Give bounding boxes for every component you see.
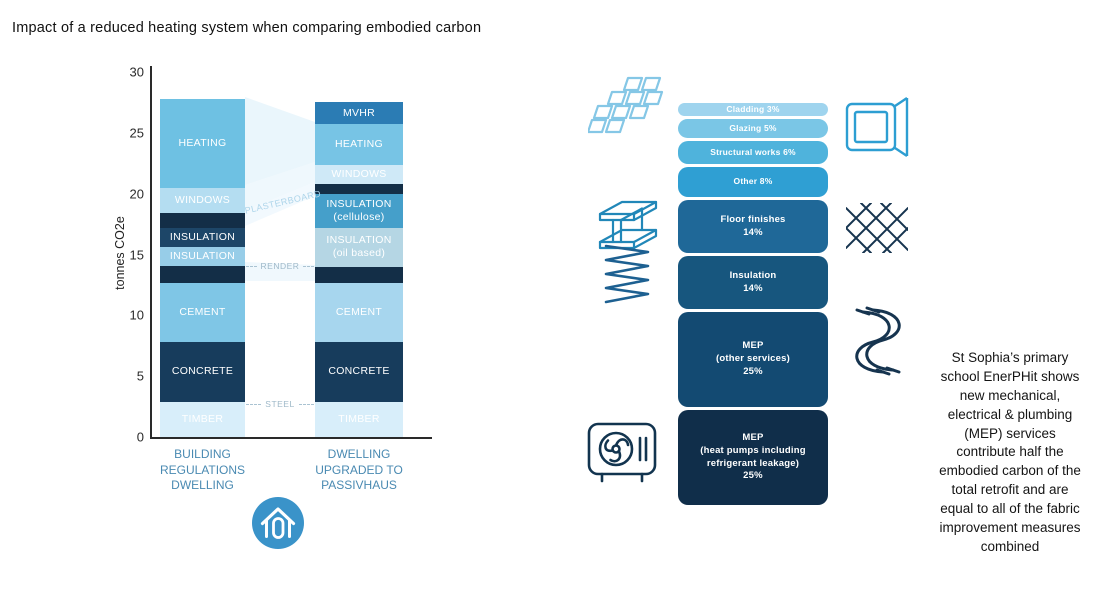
- bar-segment-insulation: INSULATION (cellulose): [315, 193, 403, 228]
- bar-segment-heating: HEATING: [160, 98, 245, 188]
- bar-segment-cement: CEMENT: [160, 282, 245, 343]
- caption-text: St Sophia’s primary school EnerPHit show…: [939, 350, 1081, 554]
- page-title: Impact of a reduced heating system when …: [12, 20, 482, 36]
- bar-segment-insulation: INSULATION (oil based): [315, 227, 403, 267]
- funnel-segment-cladding: Cladding 3%: [678, 103, 828, 116]
- y-tick-label: 10: [129, 307, 144, 323]
- funnel-segment-floor-finishes: Floor finishes 14%: [678, 200, 828, 253]
- x-axis-line: [150, 437, 432, 439]
- funnel-segment-mep: MEP (other services) 25%: [678, 312, 828, 407]
- segment-connector-shading: [245, 97, 315, 281]
- bar-segment-insulation: INSULATION: [160, 247, 245, 266]
- category-label-building-regs: BUILDING REGULATIONS DWELLING: [159, 447, 246, 493]
- bar-segment-concrete: CONCRETE: [160, 342, 245, 402]
- y-axis-ticks: 0 5 10 15 20 25 30: [118, 65, 144, 445]
- bar-segment-timber: TIMBER: [160, 401, 245, 437]
- y-tick-label: 25: [129, 125, 144, 141]
- funnel-segment-insulation: Insulation 14%: [678, 256, 828, 309]
- steel-ibeam-icon: [594, 194, 662, 264]
- herringbone-weave-icon: [846, 203, 908, 253]
- funnel-segment-structural-works: Structural works 6%: [678, 141, 828, 164]
- bar-segment-band: [160, 213, 245, 228]
- insulation-coil-icon: [598, 238, 656, 312]
- bar-segment-insulation: INSULATION: [160, 227, 245, 248]
- funnel-segment-mep: MEP (heat pumps including refrigerant le…: [678, 410, 828, 505]
- embodied-carbon-breakdown-chart: Cladding 3% Glazing 5% Structural works 6%…: [678, 103, 828, 508]
- bar-segment-heating: HEATING: [315, 124, 403, 165]
- bar-segment-mvhr: MVHR: [315, 102, 403, 125]
- y-tick-label: 30: [129, 64, 144, 80]
- y-tick-label: 20: [129, 186, 144, 202]
- bar-segment-windows: WINDOWS: [160, 187, 245, 214]
- category-label-passivhaus: DWELLING UPGRADED TO PASSIVHAUS: [315, 447, 403, 493]
- funnel-segment-glazing: Glazing 5%: [678, 119, 828, 138]
- bar-segment-windows: WINDOWS: [315, 164, 403, 184]
- bar-segment-concrete: CONCRETE: [315, 342, 403, 402]
- pipes-icon: [843, 306, 907, 382]
- cladding-tiles-icon: [588, 76, 664, 140]
- annotation-render-label: RENDER: [260, 261, 300, 271]
- annotation-steel-label: STEEL: [265, 399, 295, 409]
- window-icon: [843, 94, 911, 160]
- annotation-steel: STEEL: [246, 399, 314, 409]
- y-tick-label: 5: [136, 368, 144, 384]
- passivhaus-logo: [250, 495, 306, 551]
- annotation-render: RENDER: [246, 261, 314, 271]
- bar-segment-band: [315, 184, 403, 194]
- y-tick-label: 15: [129, 247, 144, 262]
- bar-segment-band: [160, 265, 245, 283]
- bar-segment-timber: TIMBER: [315, 401, 403, 437]
- bar-segment-cement: CEMENT: [315, 282, 403, 343]
- bar-segment-band: [315, 266, 403, 283]
- y-axis-line: [150, 66, 152, 438]
- funnel-segment-other: Other 8%: [678, 167, 828, 197]
- y-tick-label: 0: [136, 429, 144, 445]
- heat-pump-icon: [586, 418, 660, 486]
